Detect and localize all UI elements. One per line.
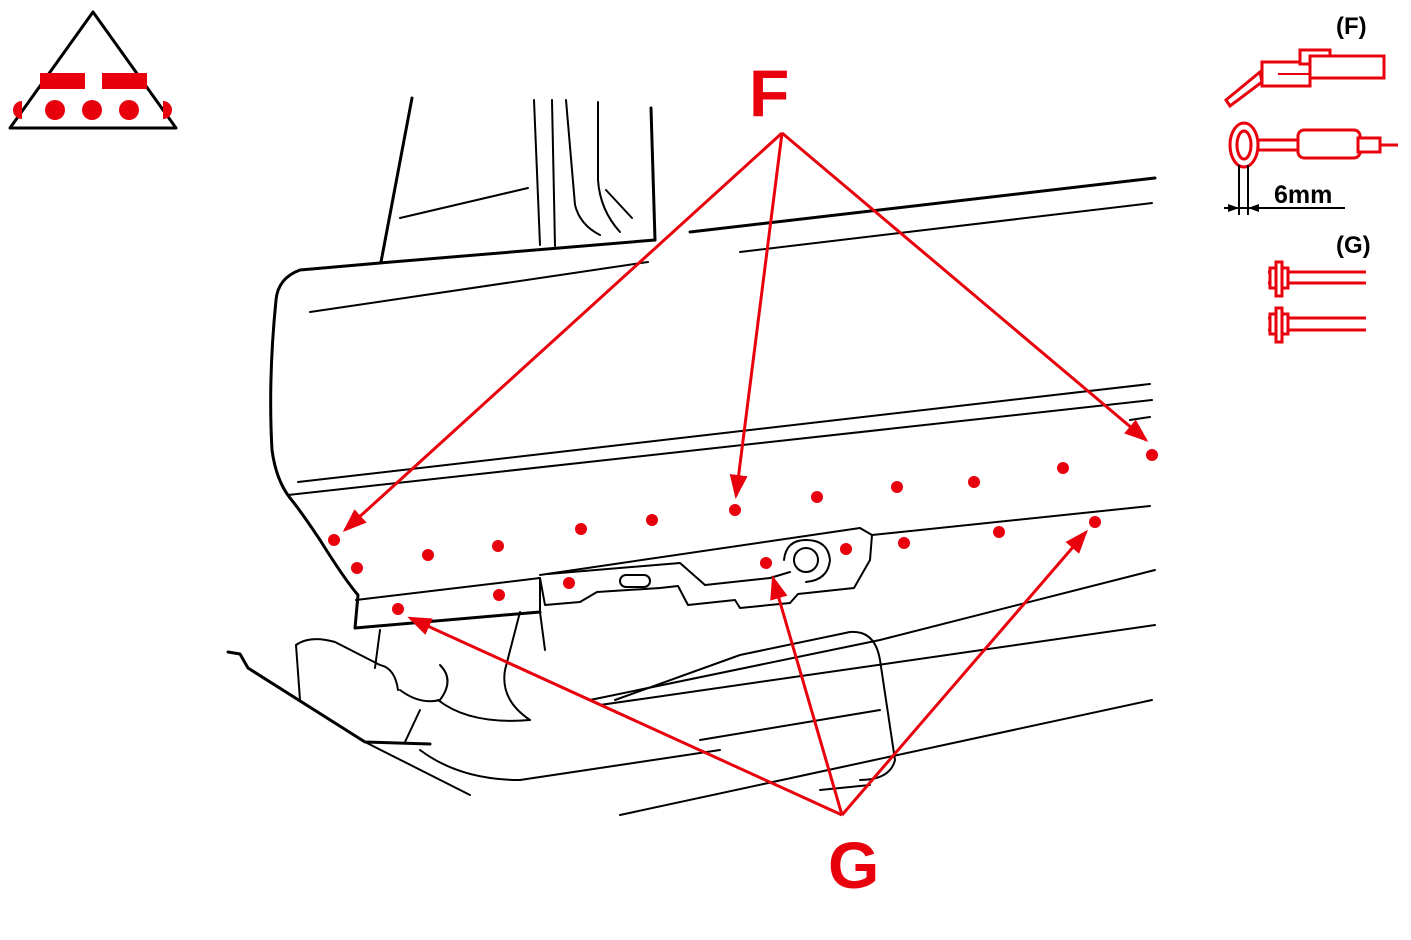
spot-weld-point xyxy=(811,491,823,503)
spot-weld-point xyxy=(392,603,404,615)
callout-g-arrows xyxy=(407,529,1088,817)
spot-weld-triangle-icon xyxy=(8,10,178,130)
spot-weld-point xyxy=(575,523,587,535)
spot-weld-point xyxy=(898,537,910,549)
callout-f-arrows xyxy=(342,131,1149,533)
spot-weld-point xyxy=(422,549,434,561)
spot-weld-point xyxy=(1089,516,1101,528)
spot-weld-point xyxy=(993,526,1005,538)
legend-f-label: (F) xyxy=(1336,13,1367,40)
legend: (F) 6mm (G) xyxy=(1223,13,1398,344)
spot-weld-point xyxy=(1146,449,1158,461)
callout-f-label: F xyxy=(749,56,789,130)
plug-weld-drill-icon xyxy=(1223,48,1386,109)
spot-weld-point xyxy=(760,557,772,569)
spot-weld-point xyxy=(891,481,903,493)
spot-weld-point xyxy=(840,543,852,555)
spot-weld-point xyxy=(729,504,741,516)
spot-weld-point xyxy=(492,540,504,552)
vehicle-body-outline xyxy=(226,96,1157,816)
spot-weld-point xyxy=(563,577,575,589)
depth-label: 6mm xyxy=(1274,181,1332,209)
spot-weld-point xyxy=(328,534,340,546)
depth-dimension: 6mm xyxy=(1224,165,1345,215)
spot-weld-point xyxy=(493,589,505,601)
spot-weld-point xyxy=(968,476,980,488)
spot-weld-cutter-icon xyxy=(1228,121,1398,169)
callout-g-label: G xyxy=(828,828,879,902)
spot-weld-point xyxy=(1057,462,1069,474)
spot-weld-seam-icon xyxy=(1268,260,1366,344)
legend-g-label: (G) xyxy=(1336,232,1371,259)
spot-weld-point xyxy=(646,514,658,526)
spot-weld-points xyxy=(328,449,1158,615)
spot-weld-point xyxy=(351,562,363,574)
